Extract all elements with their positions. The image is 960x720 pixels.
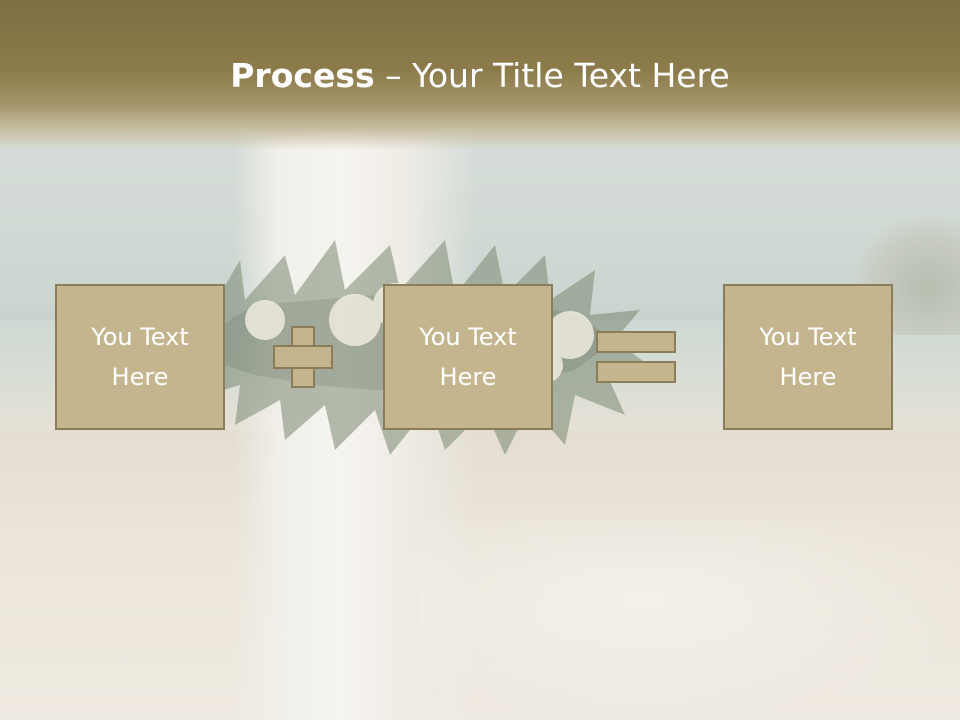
title-separator: – xyxy=(374,56,413,95)
process-box-label: You Text Here xyxy=(759,323,857,391)
slide-title: Process – Your Title Text Here xyxy=(0,54,960,98)
process-box-3[interactable]: You Text Here xyxy=(723,284,893,430)
process-box-label: You Text Here xyxy=(419,323,517,391)
process-box-2[interactable]: You Text Here xyxy=(383,284,553,430)
tulle-drape xyxy=(420,520,960,720)
process-box-label: You Text Here xyxy=(91,323,189,391)
plus-icon-center xyxy=(293,347,313,367)
title-rest: Your Title Text Here xyxy=(412,56,730,95)
title-bold: Process xyxy=(230,56,375,95)
equals-icon-bottom-bar xyxy=(596,361,676,383)
process-box-1[interactable]: You Text Here xyxy=(55,284,225,430)
equals-icon-top-bar xyxy=(596,331,676,353)
title-bar xyxy=(0,0,960,150)
